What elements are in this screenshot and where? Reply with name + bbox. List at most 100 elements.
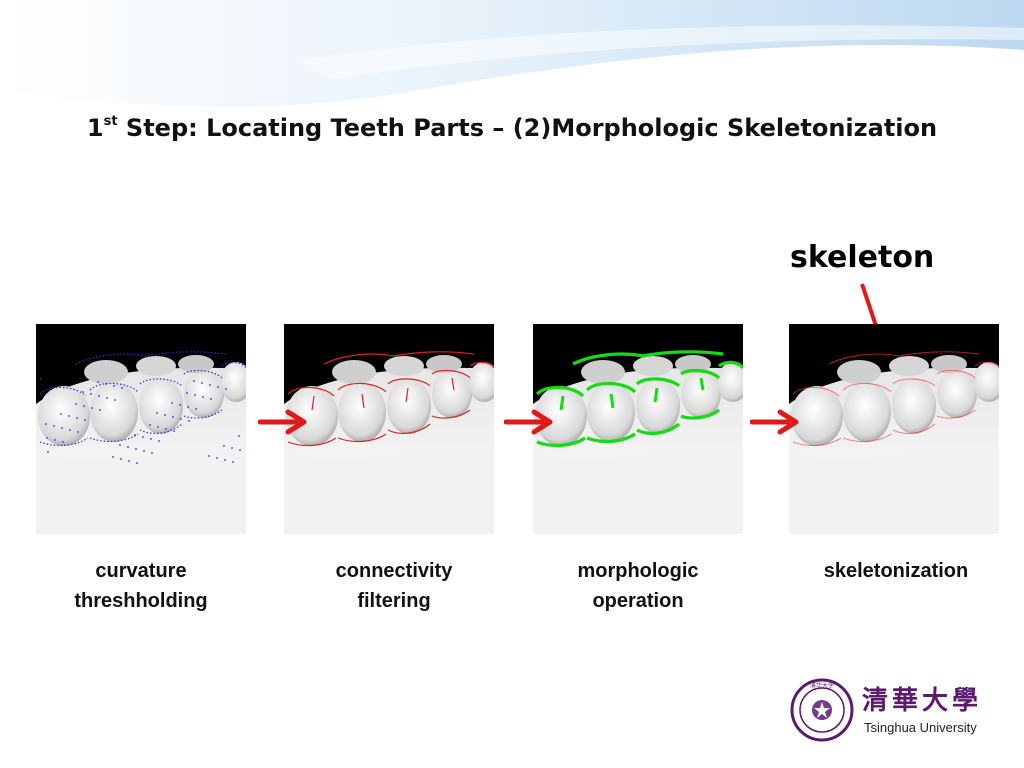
slide-title: 1st Step: Locating Teeth Parts – (2)Morp… [86,114,938,142]
logo-chinese-name: 清華大學 [862,686,983,716]
curvature-point [114,399,116,401]
curvature-point [68,415,70,417]
tooth-edge-overlay [936,370,976,379]
curvature-point [216,457,218,459]
curvature-point [208,455,210,457]
curvature-point [121,387,123,389]
curvature-point [45,423,47,425]
tooth-edge-overlay [842,433,892,442]
curvature-point [90,393,92,395]
caption-line: curvature [95,560,187,582]
tooth-edge-overlay [559,395,565,411]
curvature-point [225,388,227,390]
caption-skeletonization: skeletonization [786,556,1006,586]
tooth-edge-overlay [536,436,586,448]
tooth-edge-overlay [39,386,87,397]
curvature-point [179,404,181,406]
logo-english-name: Tsinghua University [864,720,977,735]
svg-text:清华大学: 清华大学 [810,682,834,690]
caption-morphologic-operation: morphologic operation [528,556,748,616]
curvature-point [238,435,240,437]
tooth-edge-overlay [323,351,475,365]
curvature-point [231,447,233,449]
curvature-point [158,440,160,442]
curvature-point [119,444,121,446]
curvature-point [135,448,137,450]
curvature-point [97,381,99,383]
right-arrow-icon [750,409,799,435]
curvature-point [60,413,62,415]
curvature-point [113,385,115,387]
curvature-point [76,417,78,419]
curvature-point [134,434,136,436]
curvature-point [77,431,79,433]
tooth-edge-overlay [653,387,659,403]
tooth-edge-overlay [89,382,139,393]
curvature-point [239,449,241,451]
curvature-point [127,446,129,448]
curvature-point [61,427,63,429]
curvature-point [128,460,130,462]
tooth-edge-overlay [572,350,724,366]
tooth-edge-overlay [183,409,223,419]
tooth-edge-overlay [361,393,365,409]
curvature-point [165,428,167,430]
curvature-point [180,418,182,420]
tooth-edge-overlay [139,423,183,434]
curvature-point [54,439,56,441]
curvature-point [173,430,175,432]
skeleton-callout-label: skeleton [790,240,935,275]
tsinghua-seal-icon: 清华大学 [790,678,854,742]
tooth-edge-overlay [680,408,720,420]
curvature-point [186,392,188,394]
curvature-point [201,382,203,384]
curvature-point [150,438,152,440]
tooth-edge-overlay [287,386,335,397]
curvature-point [172,416,174,418]
curvature-point [224,459,226,461]
tooth-edge-overlay [680,368,721,380]
background-swoosh [0,0,1024,107]
tooth-edge-overlay [311,395,315,411]
tooth-edge-overlay [792,437,842,446]
curvature-point [142,436,144,438]
curvature-point [188,420,190,422]
curvature-point [46,437,48,439]
curvature-point [157,426,159,428]
curvature-point [195,408,197,410]
curvature-point [62,441,64,443]
tooth-edge-overlay [585,381,637,394]
tooth-edge-overlay [892,423,936,434]
curvature-point [83,405,85,407]
tooth-edge-overlay [221,361,246,369]
tooth-edge-overlay [337,382,387,393]
tooth-edge-overlay [842,383,892,393]
tooth-edge-overlay [535,385,585,398]
tooth-edge-overlay [828,351,980,365]
curvature-point [105,383,107,385]
tooth-edge-overlay [974,361,999,369]
panel-connectivity-filtering [284,324,494,534]
tooth-edge-overlay [431,369,471,379]
curvature-point [136,462,138,464]
tooth-edge-overlay [792,387,840,397]
curvature-point [69,429,71,431]
curvature-point [40,378,42,380]
caption-line: skeletonization [823,560,969,582]
tooth-edge-overlay [609,393,615,409]
caption-curvature-threshholding: curvature threshholding [31,556,251,616]
tooth-edge-overlay [699,377,705,391]
curvature-point [210,398,212,400]
tooth-edge-overlay [337,433,387,443]
curvature-point [143,450,145,452]
right-arrow-icon [258,409,307,435]
curvature-point [164,414,166,416]
tooth-edge-overlay [892,378,936,387]
curvature-point [91,407,93,409]
tooth-edge-overlay [451,377,455,391]
curvature-point [106,397,108,399]
curvature-point [194,394,196,396]
tooth-edge-overlay [387,423,431,434]
tooth-edge-overlay [586,432,636,444]
right-arrow-icon [504,409,553,435]
